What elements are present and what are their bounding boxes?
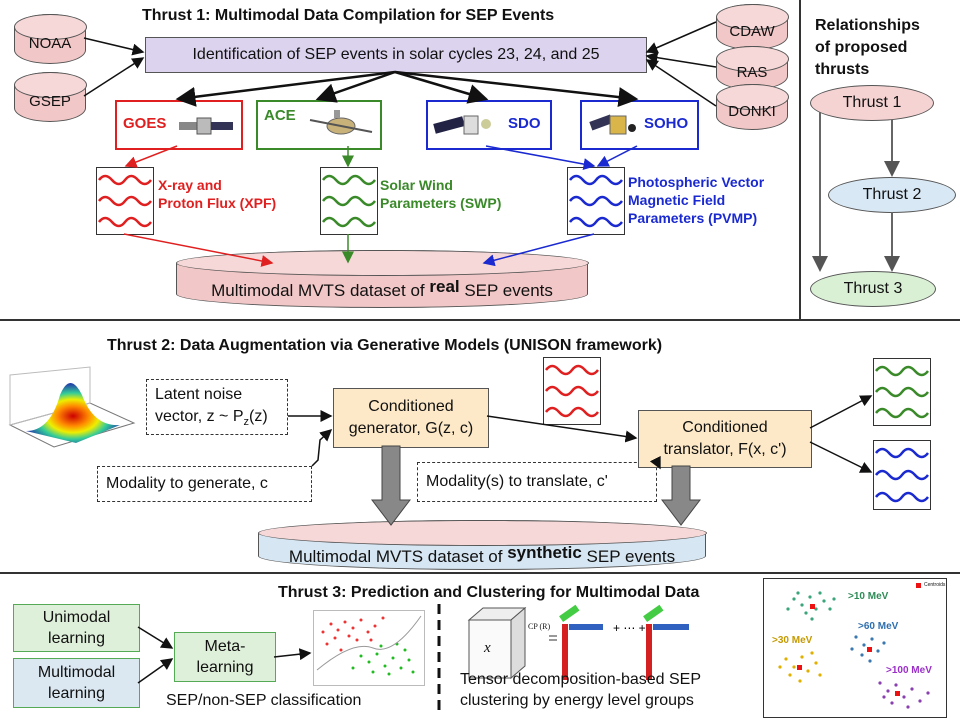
mission-soho-label: SOHO — [644, 115, 689, 132]
cluster-label-10mev: >10 MeV — [848, 591, 889, 602]
sdo-satellite-icon — [433, 115, 491, 135]
goes-satellite-icon — [179, 117, 233, 135]
thrust3-title: Thrust 3: Prediction and Clustering for … — [278, 584, 700, 601]
relationship-thrust2: Thrust 2 — [828, 177, 956, 213]
translated-blue-waveform — [873, 440, 931, 510]
mission-goes: GOES — [115, 100, 243, 150]
mission-ace: ACE — [256, 100, 382, 150]
centroids-legend: Centroids — [924, 582, 946, 588]
synthetic-dataset-label: Multimodal MVTS dataset of synthetic SEP… — [288, 543, 676, 566]
cluster-scatter-panel: >10 MeV >30 MeV >60 MeV >100 MeV Centroi… — [763, 578, 947, 718]
mission-soho: SOHO — [580, 100, 699, 150]
synthetic-dataset-cylinder: Multimodal MVTS dataset of synthetic SEP… — [257, 519, 707, 570]
source-ras: RAS — [715, 45, 789, 90]
classification-caption: SEP/non-SEP classification — [166, 692, 362, 709]
mission-ace-label: ACE — [264, 107, 296, 124]
thrust2-title: Thrust 2: Data Augmentation via Generati… — [107, 337, 663, 354]
dashed-separator — [437, 604, 441, 716]
thrust1-title: Thrust 1: Multimodal Data Compilation fo… — [142, 7, 555, 24]
source-donki: DONKI — [715, 83, 789, 130]
pvmp-waveform-thumbnail — [567, 167, 625, 235]
cp-rank-label: CP (R) — [528, 622, 551, 631]
thrust2-arrows — [288, 395, 873, 526]
gaussian-surface-plot-icon — [8, 366, 136, 448]
relationship-arrows — [812, 112, 900, 272]
real-dataset-label: Multimodal MVTS dataset of real SEP even… — [211, 277, 553, 300]
ace-satellite-icon — [309, 110, 373, 135]
source-gsep: GSEP — [13, 71, 87, 122]
modality-translate-box: Modality(s) to translate, c' — [417, 462, 657, 502]
cluster-label-60mev: >60 MeV — [858, 621, 899, 632]
soho-satellite-icon — [589, 114, 636, 135]
meta-learning-box: Meta-learning — [174, 632, 276, 682]
cluster-label-100mev: >100 MeV — [886, 665, 932, 676]
latent-noise-box: Latent noise vector, z ~ Pz(z) — [146, 379, 288, 435]
swp-waveform-thumbnail — [320, 167, 378, 235]
generated-waveform-thumbnail — [543, 357, 601, 425]
mission-goes-label: GOES — [123, 115, 167, 132]
source-noaa: NOAA — [13, 13, 87, 64]
mission-sdo-label: SDO — [508, 115, 541, 132]
tensor-x-label: x — [484, 640, 491, 656]
thrust1-arrows — [83, 21, 717, 267]
relationship-thrust1: Thrust 1 — [810, 85, 934, 121]
real-dataset-cylinder: Multimodal MVTS dataset of real SEP even… — [175, 249, 589, 308]
unimodal-learning-box: Unimodal learning — [13, 604, 140, 652]
mission-sdo: SDO — [426, 100, 552, 150]
multimodal-learning-box: Multimodal learning — [13, 658, 140, 708]
svg-text:+ ⋯ +: + ⋯ + — [613, 621, 646, 635]
classification-scatter-icon — [313, 610, 425, 686]
translated-green-waveform — [873, 358, 931, 426]
modality-generate-box: Modality to generate, c — [97, 466, 312, 502]
tensor-decomposition-icon: + ⋯ + — [467, 604, 689, 680]
source-cdaw: CDAW — [715, 3, 789, 50]
cluster-label-30mev: >30 MeV — [772, 635, 813, 646]
relationship-thrust3: Thrust 3 — [810, 271, 936, 307]
thrust3-arrows — [137, 626, 312, 684]
cluster-scatter-points — [778, 583, 930, 709]
